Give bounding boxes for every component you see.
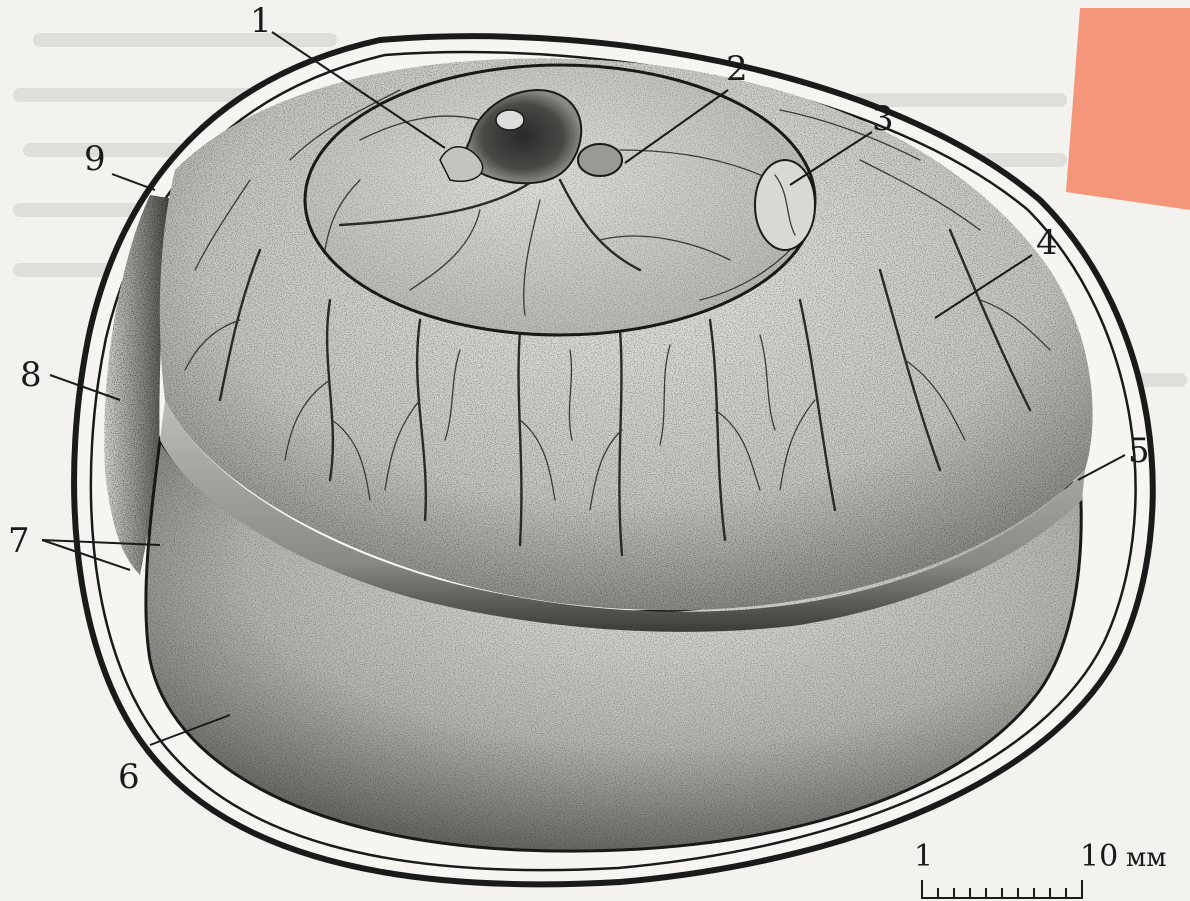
scale-end-label: 10 xyxy=(1080,839,1118,874)
scale-unit-label: мм xyxy=(1126,843,1166,873)
callout-8: 8 xyxy=(20,355,42,395)
callout-9: 9 xyxy=(84,139,106,179)
scale-bar: 1 10 мм xyxy=(914,839,1166,898)
orange-tab xyxy=(1066,8,1190,210)
callout-5: 5 xyxy=(1128,431,1150,471)
callout-3: 3 xyxy=(872,99,894,139)
embryo-heart xyxy=(578,144,622,176)
callout-2: 2 xyxy=(726,49,748,89)
scale-start-label: 1 xyxy=(914,839,933,874)
callout-7: 7 xyxy=(8,521,30,561)
callout-4: 4 xyxy=(1036,223,1058,263)
callout-1: 1 xyxy=(250,1,272,41)
callout-6: 6 xyxy=(118,757,140,797)
embryo-eye xyxy=(496,110,524,130)
scale-ruler xyxy=(922,880,1082,898)
